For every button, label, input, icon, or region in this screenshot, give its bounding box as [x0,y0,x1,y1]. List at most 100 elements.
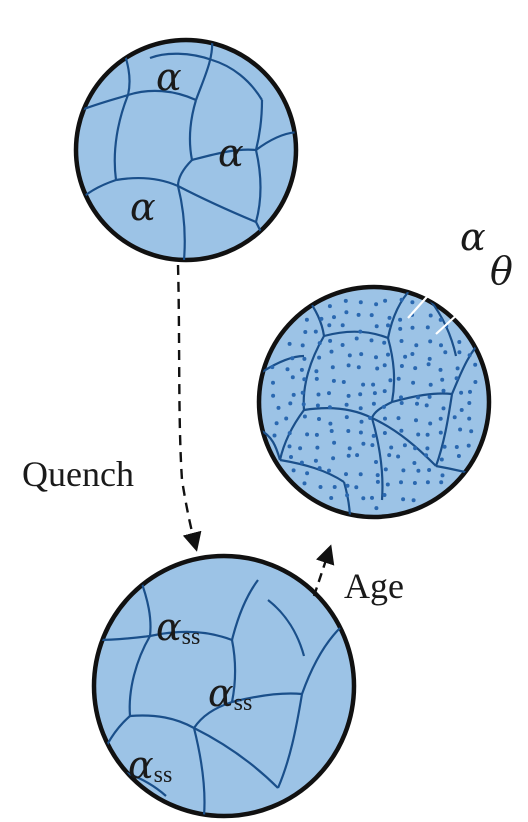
precipitate-dot [399,429,403,433]
precipitate-dot [469,429,473,433]
precipitate-dot [273,434,277,438]
precipitate-dot [277,406,281,410]
precipitate-dot [271,381,275,385]
precipitate-dot [457,454,461,458]
precipitate-dot [345,403,349,407]
precipitate-dot [458,428,462,432]
precipitate-dot [443,350,447,354]
precipitate-dot [428,357,432,361]
precipitate-dot [330,350,334,354]
precipitate-dot [290,356,294,360]
precipitate-dot [427,468,431,472]
precipitate-dot [388,316,392,320]
precipitate-dot [411,326,415,330]
precipitate-dot [347,394,351,398]
precipitate-dot [318,341,322,345]
precipitate-dot [328,405,332,409]
precipitate-dot [359,431,363,435]
precipitate-dot [368,416,372,420]
precipitate-dot [344,310,348,314]
precipitate-dot [271,394,275,398]
precipitate-dot [301,343,305,347]
precipitate-dot [303,481,307,485]
precipitate-dot [374,506,378,510]
precipitate-dot [345,415,349,419]
precipitate-dot [460,408,464,412]
precipitate-dot [275,421,279,425]
precipitate-dot [300,461,304,465]
precipitate-dot [410,300,414,304]
precipitate-dot [459,391,463,395]
precipitate-dot [439,343,443,347]
precipitate-dot [399,480,403,484]
precipitate-dot [428,339,432,343]
precipitate-dot [375,367,379,371]
precipitate-dot [457,340,461,344]
precipitate-dot [318,466,322,470]
precipitate-dot [303,415,307,419]
precipitate-dot [348,446,352,450]
precipitate-dot [354,485,358,489]
precipitate-dot [382,405,386,409]
precipitate-dot [415,402,419,406]
precipitate-dot [359,472,363,476]
precipitate-dot [298,446,302,450]
precipitate-dot [358,392,362,396]
precipitate-dot [355,453,359,457]
precipitate-dot [317,393,321,397]
precipitate-dot [288,401,292,405]
precipitate-dot [301,391,305,395]
precipitate-dot [383,363,387,367]
precipitate-dot [302,377,306,381]
precipitate-dot [429,383,433,387]
precipitate-dot [413,446,417,450]
precipitate-dot [428,422,432,426]
quench-arrow [178,265,196,548]
precipitate-dot [347,363,351,367]
precipitate-dot [359,300,363,304]
precipitate-dot [300,368,304,372]
precipitate-dot [425,446,429,450]
precipitate-dot [303,330,307,334]
precipitate-dot [327,469,331,473]
precipitate-dot [357,365,361,369]
precipitate-dot [468,390,472,394]
precipitate-dot [439,368,443,372]
quench-label: Quench [22,454,134,494]
precipitate-dot [439,480,443,484]
precipitate-dot [416,469,420,473]
precipitate-dot [398,327,402,331]
precipitate-dot [305,432,309,436]
precipitate-dot [373,391,377,395]
aged-microstructure: α θ [259,215,513,520]
precipitate-dot [439,417,443,421]
precipitate-dot [305,318,309,322]
precipitate-dot [316,404,320,408]
precipitate-dot [317,417,321,421]
precipitate-dot [331,365,335,369]
precipitate-dot [331,456,335,460]
alpha-matrix-label: α [460,215,486,259]
precipitate-dot [288,444,292,448]
precipitate-dot [397,377,401,381]
precipitate-dot [400,298,404,302]
precipitate-dot [332,379,336,383]
precipitate-dot [372,434,376,438]
precipitate-dot [374,302,378,306]
precipitate-dot [291,375,295,379]
precipitate-dot [440,458,444,462]
precipitate-dot [319,485,323,489]
precipitate-dot [344,299,348,303]
precipitate-dot [413,481,417,485]
precipitate-dot [314,330,318,334]
precipitate-dot [292,468,296,472]
precipitate-dot [386,483,390,487]
precipitate-dot [467,401,471,405]
alpha-label-3: α [130,185,156,229]
precipitate-dot [439,318,443,322]
precipitate-dot [456,366,460,370]
top-microstructure: α α α [74,38,300,260]
precipitate-dot [374,355,378,359]
precipitate-dot [330,429,334,433]
precipitate-dot [386,323,390,327]
